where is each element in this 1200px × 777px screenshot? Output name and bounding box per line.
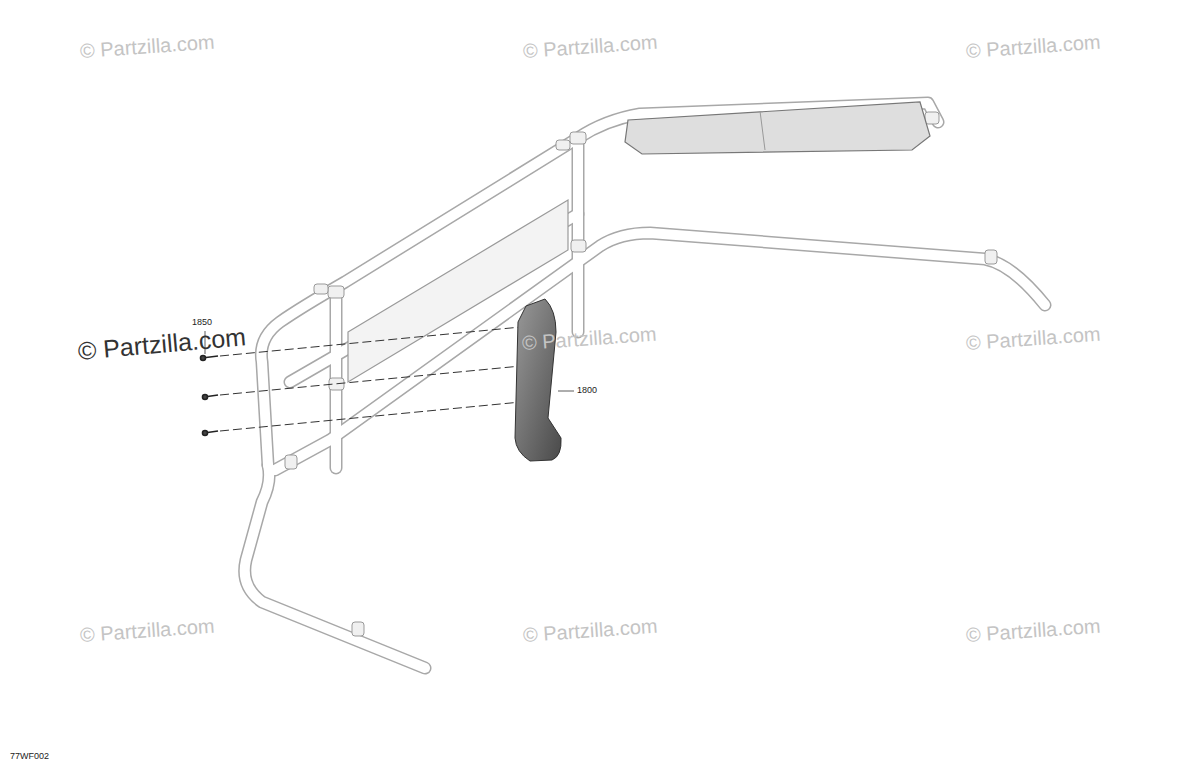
frame-tubes	[245, 103, 1045, 668]
watermark: © Partzilla.com	[965, 31, 1101, 62]
watermark: © Partzilla.com	[965, 323, 1101, 354]
watermark: © Partzilla.com	[965, 615, 1101, 646]
post-clamps	[285, 112, 997, 636]
screws	[201, 356, 219, 436]
leader-lines	[205, 331, 574, 391]
watermark: © Partzilla.com	[79, 615, 215, 646]
watermark: © Partzilla.com	[77, 323, 247, 365]
top-pad	[625, 102, 930, 154]
callout-number: 1800	[577, 386, 597, 396]
side-pad	[515, 299, 561, 461]
callout-number: 77WF002	[10, 752, 49, 762]
watermark: © Partzilla.com	[522, 31, 658, 62]
watermark: © Partzilla.com	[79, 31, 215, 62]
assembly-lines	[220, 327, 521, 431]
watermark: © Partzilla.com	[522, 615, 658, 646]
